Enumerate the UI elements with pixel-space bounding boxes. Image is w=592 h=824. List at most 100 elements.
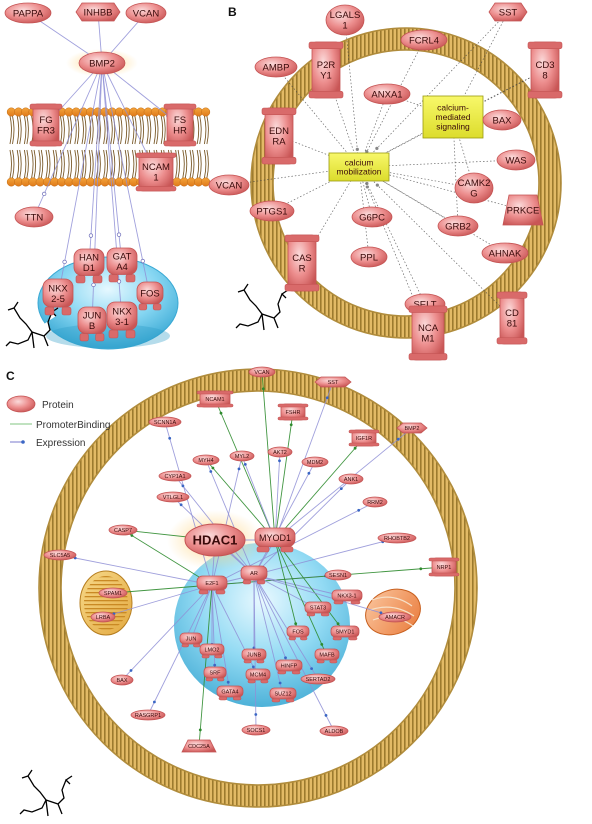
node-prkce[interactable]: PRKCE [502, 194, 544, 226]
node-hinfp[interactable]: HINFP [275, 659, 303, 675]
node-sertad2[interactable]: SERTAD2 [300, 673, 336, 685]
node-ambp[interactable]: AMBP [254, 56, 298, 78]
node-sst[interactable]: SST [314, 376, 352, 388]
node-fos-label: FOS [292, 630, 304, 636]
node-stat3-label: STAT3 [310, 606, 326, 612]
node-ppl[interactable]: PPL [350, 246, 388, 268]
node-inhbb[interactable]: INHBB [75, 2, 121, 22]
node-lmo2[interactable]: LMO2 [199, 643, 225, 659]
node-akt2[interactable]: AKT2 [267, 446, 293, 458]
node-ncam1[interactable]: NCAM1 [196, 390, 234, 408]
node-was[interactable]: WAS [496, 149, 536, 171]
node-cdc25a[interactable]: CDC25A [181, 739, 217, 753]
node-igf1r[interactable]: IGF1R [348, 429, 380, 447]
node-bax[interactable]: BAX [482, 109, 522, 131]
node-anxa1[interactable]: ANXA1 [363, 83, 411, 105]
edge-endpoint [324, 714, 328, 717]
node-socs1[interactable]: SOCS1 [241, 724, 271, 736]
edge-endpoint [365, 150, 369, 154]
node-mcm4[interactable]: MCM4 [245, 668, 271, 684]
node-nkx31[interactable]: NKX3-1 [331, 589, 363, 605]
edge-c_ar-c_nkx31 [253, 574, 348, 598]
node-smyd1[interactable]: SMYD1 [330, 625, 360, 641]
node-aldob[interactable]: ALDOB [319, 725, 349, 737]
node-g6pc[interactable]: G6PC [351, 206, 393, 228]
node-fos[interactable]: FOS [286, 625, 310, 641]
node-sst[interactable]: SST [488, 2, 528, 22]
node-spam1[interactable]: SPAM1 [98, 587, 128, 599]
node-bmp2[interactable]: BMP2 [78, 51, 126, 75]
edge-endpoint [307, 471, 311, 475]
node-e2f1[interactable]: E2F1 [196, 575, 228, 595]
node-rasgrp1[interactable]: RASGRP1 [130, 709, 166, 721]
node-cyp1a1[interactable]: CYP1A1 [158, 470, 192, 482]
edge-endpoint [237, 467, 241, 471]
node-junb[interactable]: JUNB [241, 648, 267, 664]
node-scnn1a-label: SCNN1A [154, 420, 177, 426]
edge-c_myod1-c_vcan [261, 371, 276, 541]
node-mdm2[interactable]: MDM2 [301, 456, 329, 468]
node-gata4[interactable]: GATA4 [216, 685, 244, 701]
node-ptgs1[interactable]: PTGS1 [249, 200, 295, 222]
node-vcan[interactable]: VCAN [248, 366, 276, 378]
edge-endpoint [375, 146, 379, 150]
node-srf[interactable]: SRF [203, 666, 227, 682]
node-rhobtb2[interactable]: RHOBTB2 [377, 532, 417, 544]
node-grb2[interactable]: GRB2 [437, 215, 479, 237]
node-myh4[interactable]: MYH4 [192, 454, 220, 466]
node-myl2[interactable]: MYL2 [229, 450, 255, 462]
node-stat3[interactable]: STAT3 [304, 601, 332, 617]
node-bmp2[interactable]: BMP2 [396, 422, 428, 434]
node-rrm2[interactable]: RRM2 [362, 496, 388, 508]
node-ahnak[interactable]: AHNAK [481, 242, 529, 264]
node-suz12[interactable]: SUZ12 [269, 687, 297, 703]
node-casp7[interactable]: CASP7 [108, 524, 138, 536]
node-ank1[interactable]: ANK1 [338, 473, 364, 485]
node-fcrl4[interactable]: FCRL4 [400, 29, 448, 51]
edge-c_e2f1-c_gata4 [211, 584, 231, 694]
node-sesn1[interactable]: SESN1 [324, 569, 352, 581]
node-fos[interactable]: FOS [136, 281, 164, 311]
node-fshr[interactable]: FSHR [277, 403, 309, 421]
node-ttn[interactable]: TTN [14, 206, 54, 228]
edge-c_myod1-c_smyd1 [274, 539, 346, 634]
node-jun[interactable]: JUN [179, 632, 203, 648]
edge-endpoint [116, 232, 122, 237]
node-ar[interactable]: AR [240, 565, 268, 585]
node-pappa[interactable]: PAPPA [4, 2, 52, 24]
node-scnn1a[interactable]: SCNN1A [148, 416, 182, 428]
node-vtlgl1[interactable]: VTLGL1 [156, 491, 190, 503]
node-nrp1[interactable]: NRP1 [428, 557, 460, 577]
node-vcan[interactable]: VCAN [125, 2, 167, 24]
edge-endpoint [153, 700, 156, 704]
node-myod1[interactable]: MYOD1 [254, 527, 296, 553]
node-bax[interactable]: BAX [110, 674, 134, 686]
node-vcan[interactable]: VCAN [208, 174, 250, 196]
edge-endpoint [278, 459, 281, 463]
node-amacr[interactable]: AMACR [378, 611, 412, 623]
node-hdac1[interactable]: HDAC1 [184, 523, 246, 557]
node-slc5a5[interactable]: SLC5A5 [43, 549, 77, 561]
node-lrba[interactable]: LRBA [90, 611, 116, 623]
node-mafb[interactable]: MAFB [314, 648, 340, 664]
node-suz12-label: SUZ12 [274, 692, 291, 698]
